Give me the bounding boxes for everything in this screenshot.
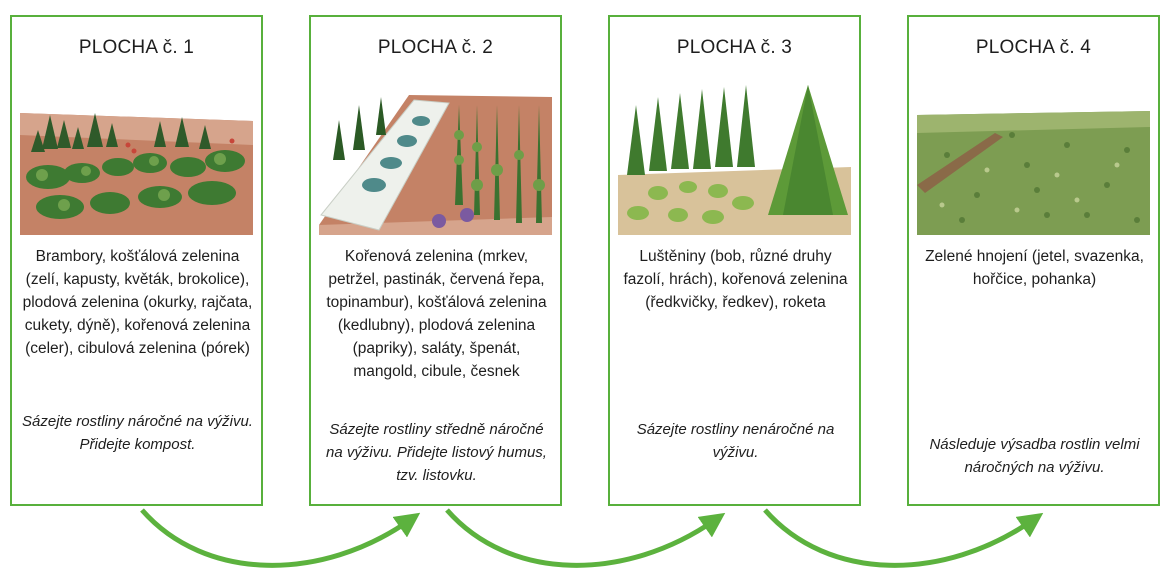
plot-title: PLOCHA č. 4 xyxy=(975,37,1092,58)
arrow-plot1-to-plot2 xyxy=(140,508,421,568)
plot-crops-description: Kořenová zelenina (mrkev, petržel, pasti… xyxy=(326,248,547,380)
plot-card-3: PLOCHA č. 3 Luštěniny (bob, různé druhy … xyxy=(608,15,861,506)
plot-card-4: PLOCHA č. 4 Zelené hnojení (jetel, svaze… xyxy=(907,15,1160,506)
plot-nutrition-note: Následuje výsadba rostlin velmi náročnýc… xyxy=(929,436,1140,476)
plot-title: PLOCHA č. 2 xyxy=(377,37,494,58)
plot-card-2: PLOCHA č. 2 xyxy=(309,15,562,506)
plot-title: PLOCHA č. 3 xyxy=(676,37,793,58)
plot-nutrition-note: Sázejte rostliny středně náročné na výži… xyxy=(326,421,547,484)
plot-crops-description: Brambory, košťálová zelenina (zelí, kapu… xyxy=(22,248,253,357)
green-manure-illustration xyxy=(917,75,1150,235)
root-vegetables-illustration xyxy=(319,75,552,235)
plot-crops-description: Zelené hnojení (jetel, svazenka, hořčice… xyxy=(925,248,1144,288)
plot-crops-description: Luštěniny (bob, různé druhy fazolí, hrác… xyxy=(623,248,848,311)
plot-nutrition-note: Sázejte rostliny náročné na výživu. Přid… xyxy=(22,413,253,453)
arrow-plot3-to-plot4 xyxy=(763,508,1044,568)
plot-card-1: PLOCHA č. 1 xyxy=(10,15,263,506)
plot-nutrition-note: Sázejte rostliny nenáročné na výživu. xyxy=(636,421,835,461)
plot-title: PLOCHA č. 1 xyxy=(78,37,195,58)
arrow-plot2-to-plot3 xyxy=(445,508,726,568)
legumes-illustration xyxy=(618,75,851,235)
garden-vegetables-illustration xyxy=(20,75,253,235)
